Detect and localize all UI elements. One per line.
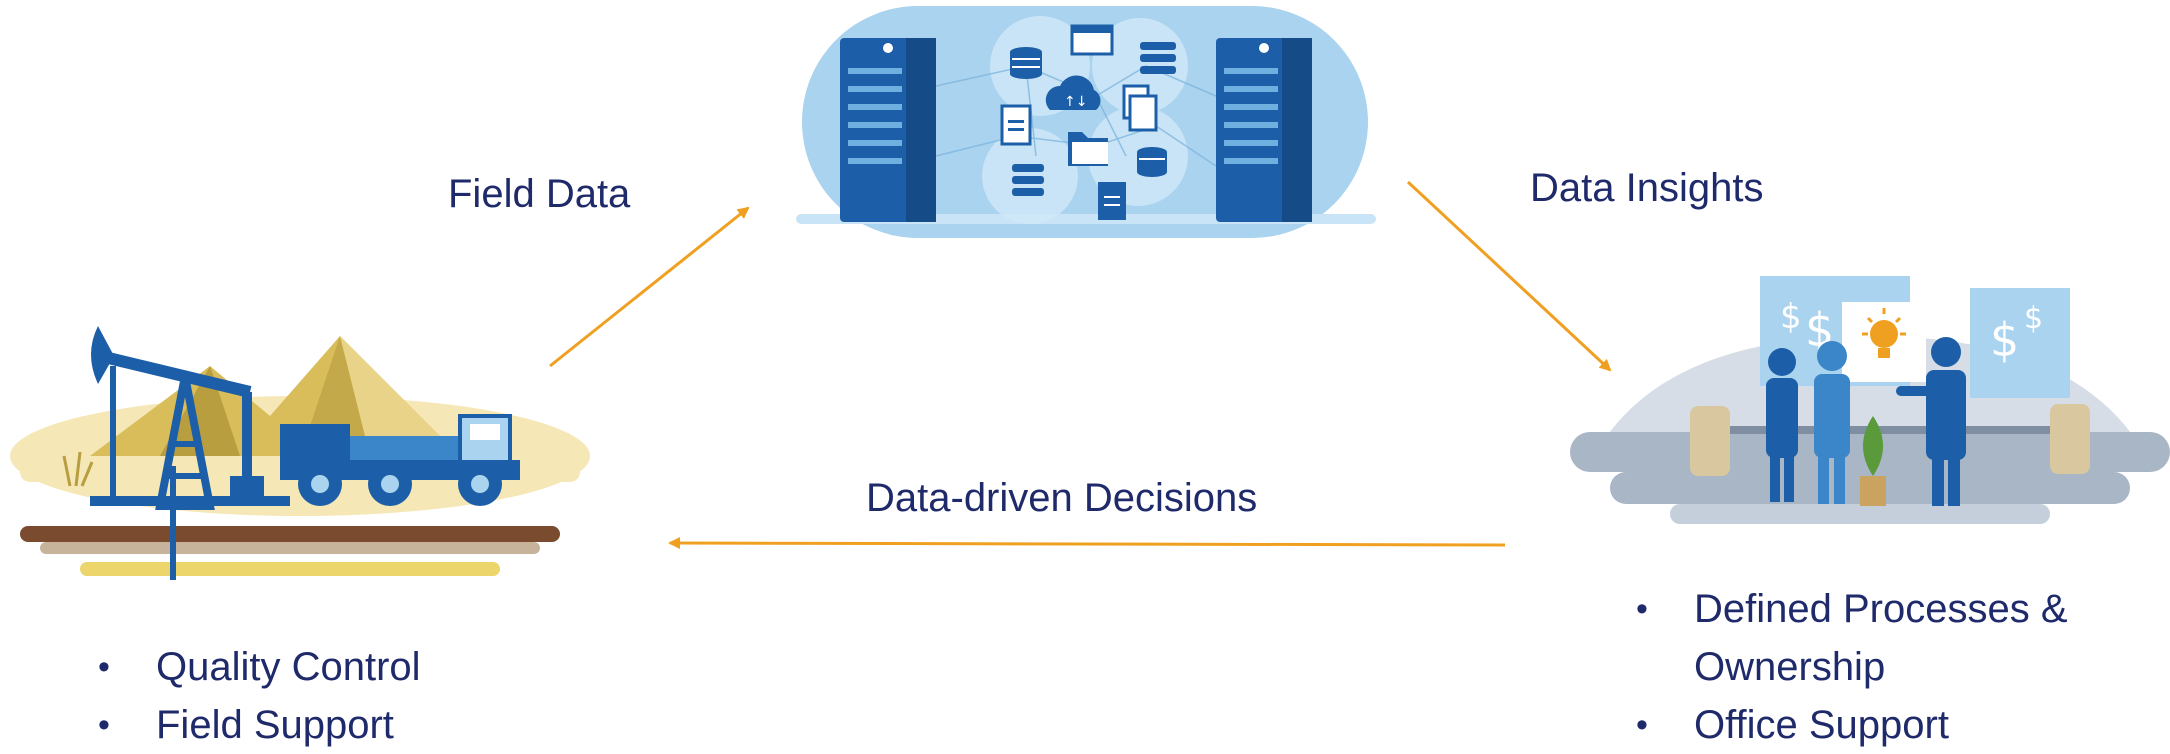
field-data-label: Field Data	[448, 172, 631, 216]
list-item: Office Support	[1628, 696, 2148, 754]
arrow-field-to-datacenter	[549, 206, 750, 368]
data-driven-decisions-label: Data-driven Decisions	[866, 476, 1258, 520]
list-item: Field Support	[90, 696, 590, 754]
list-item: Defined Processes & Ownership	[1628, 580, 2134, 696]
data-insights-label: Data Insights	[1530, 166, 1764, 210]
svg-text:$: $	[1990, 313, 2019, 367]
svg-text:$: $	[1780, 297, 1802, 337]
field-bullet-list: Quality Control Field Support	[90, 638, 590, 754]
data-center-icon: ↑↓	[796, 6, 1376, 238]
oilfield-icon	[10, 326, 590, 580]
list-item: Quality Control	[90, 638, 590, 696]
svg-text:$: $	[2024, 301, 2043, 336]
office-meeting-icon: $ $ $ $	[1570, 276, 2170, 524]
arrow-office-to-field	[668, 537, 1506, 550]
svg-text:↑↓: ↑↓	[1064, 94, 1087, 110]
arrow-datacenter-to-office	[1406, 180, 1612, 372]
office-bullet-list: Defined Processes & Ownership Office Sup…	[1628, 580, 2148, 754]
